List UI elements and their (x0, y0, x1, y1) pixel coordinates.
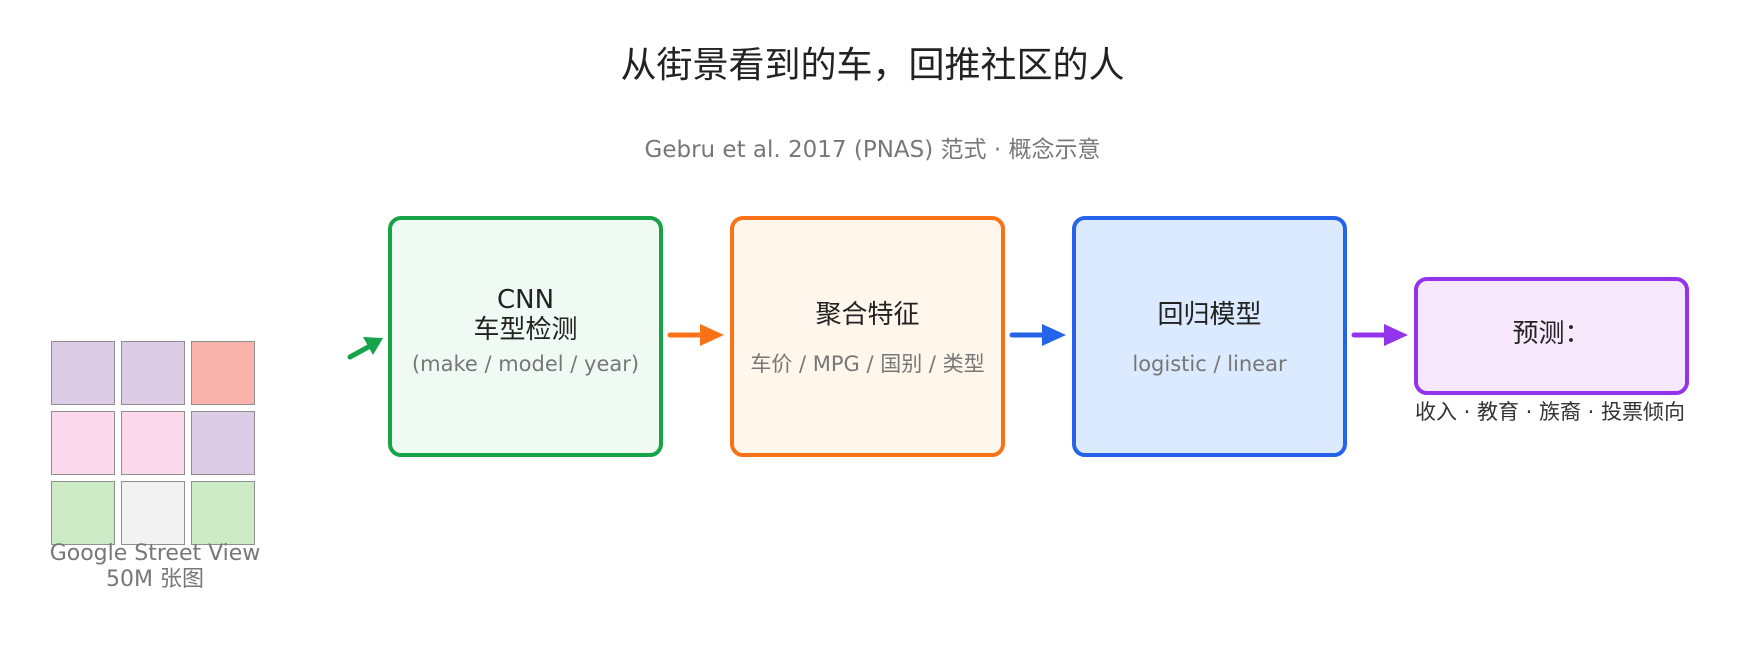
cnn-box-detail: (make / model / year) (411, 352, 640, 376)
street-view-tile (191, 411, 255, 475)
source-label-line2: 50M 张图 (106, 567, 204, 592)
cnn-detection-box (388, 216, 663, 457)
arrow-features-to-regression (1009, 324, 1066, 346)
street-view-tile (121, 341, 185, 405)
source-label-line1: Google Street View (49, 541, 261, 566)
diagram-title: 从街景看到的车，回推社区的人 (620, 45, 1125, 86)
prediction-box-title: 预测： (1512, 319, 1591, 349)
prediction-outcomes: 收入 · 教育 · 族裔 · 投票倾向 (1414, 400, 1686, 424)
cnn-box-title: CNN 车型检测 (388, 285, 663, 345)
regression-box-detail: logistic / linear (1132, 352, 1287, 376)
features-box-detail: 车价 / MPG / 国别 / 类型 (750, 352, 985, 376)
prediction-box (1414, 277, 1689, 395)
features-box-title: 聚合特征 (815, 300, 920, 330)
street-view-tile (51, 341, 115, 405)
regression-box-title: 回归模型 (1157, 300, 1262, 330)
arrow-source-to-cnn (347, 337, 383, 360)
arrow-cnn-to-features (667, 324, 724, 346)
cnn-box-title-line2: 车型检测 (473, 315, 578, 345)
street-view-tile (51, 481, 115, 545)
cnn-box-title-line1: CNN (496, 285, 555, 315)
street-view-tile (191, 481, 255, 545)
street-view-tile (121, 411, 185, 475)
diagram-subtitle: Gebru et al. 2017 (PNAS) 范式 · 概念示意 (644, 137, 1101, 163)
arrow-regression-to-prediction (1351, 324, 1408, 346)
source-label: Google Street View 50M 张图 (20, 541, 290, 593)
street-view-tile (51, 411, 115, 475)
regression-model-box (1072, 216, 1347, 457)
street-view-tile (191, 341, 255, 405)
aggregated-features-box (730, 216, 1005, 457)
street-view-tile (121, 481, 185, 545)
